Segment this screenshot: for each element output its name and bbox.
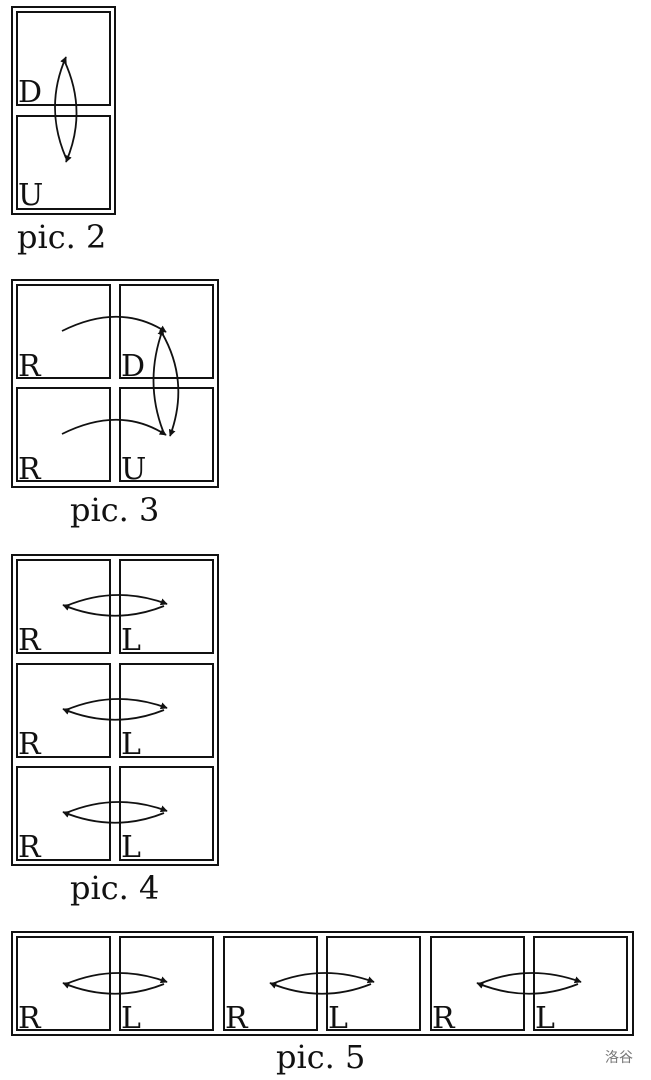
cell-r3c2 [119,766,214,861]
outer-frame [11,554,219,866]
outer-frame [11,931,634,1036]
outer-frame [11,279,219,488]
cell-c1 [16,936,111,1031]
cell-c2 [119,936,214,1031]
arrow-row1-right [65,594,168,607]
cell-r1c2 [119,284,214,379]
cell-label-c4: L [328,1001,348,1036]
figure-pic-3: R D R U pic. 3 [11,279,219,529]
figure-pic-5: R L R L R L pic. 5 [11,931,634,1076]
arrow-row2-right [65,698,168,711]
arrow-pair2-left [269,982,372,995]
arrow-row2-left [62,708,165,721]
arrow-down [63,59,78,163]
cell-c4 [326,936,421,1031]
cell-label-r3c1: R [18,830,42,865]
arrow-pair2-right [271,972,375,985]
arrow-row3-right [65,801,168,814]
cell-label-r1c1: R [18,623,42,658]
arrow-pair1-left [62,982,165,995]
arrow-bottom-right [61,418,167,436]
cell-r1c2 [119,559,214,654]
arrow-row1-left [62,604,165,617]
cell-label-r1c1: R [18,349,42,384]
cell-label-r2c1: R [18,452,42,487]
cell-label-r1c2: D [121,349,145,384]
cell-label-u: U [18,178,43,213]
cell-label-c1: R [18,1001,42,1036]
arrow-top-right [61,315,167,333]
cell-c3 [223,936,318,1031]
figure-caption: pic. 3 [70,491,159,529]
cell-label-c6: L [535,1001,555,1036]
cell-r2c2 [119,663,214,758]
arrow-up [152,328,165,432]
figure-caption: pic. 2 [17,218,106,256]
cell-c5 [430,936,525,1031]
cell-label-r2c1: R [18,727,42,762]
figure-pic-4: R L R L R L pic. 4 [11,554,219,907]
cell-bottom [16,115,111,210]
arrow-row3-left [62,811,165,824]
arrow-pair3-left [476,982,579,995]
cell-label-c3: R [225,1001,249,1036]
cell-r1c1 [16,559,111,654]
cell-label-r1c2: L [121,623,141,658]
cell-label-r2c2: U [121,452,146,487]
watermark: 洛谷 [605,1050,633,1066]
arrow-pair3-right [478,972,582,985]
cell-top [16,11,111,106]
cell-label-d: D [18,75,42,110]
outer-frame [11,6,116,215]
arrow-down [161,332,180,437]
cell-r1c1 [16,284,111,379]
arrow-up [54,56,67,159]
cell-label-c5: R [432,1001,456,1036]
cell-label-r2c2: L [121,727,141,762]
cell-r2c1 [16,387,111,482]
arrow-pair1-right [65,972,168,985]
figure-caption: pic. 5 [276,1038,365,1076]
figure-caption: pic. 4 [70,869,159,907]
cell-r2c2 [119,387,214,482]
cell-c6 [533,936,628,1031]
cell-label-r3c2: L [121,830,141,865]
cell-r3c1 [16,766,111,861]
cell-r2c1 [16,663,111,758]
cell-label-c2: L [121,1001,141,1036]
figure-pic-2: D U pic. 2 [11,6,116,256]
